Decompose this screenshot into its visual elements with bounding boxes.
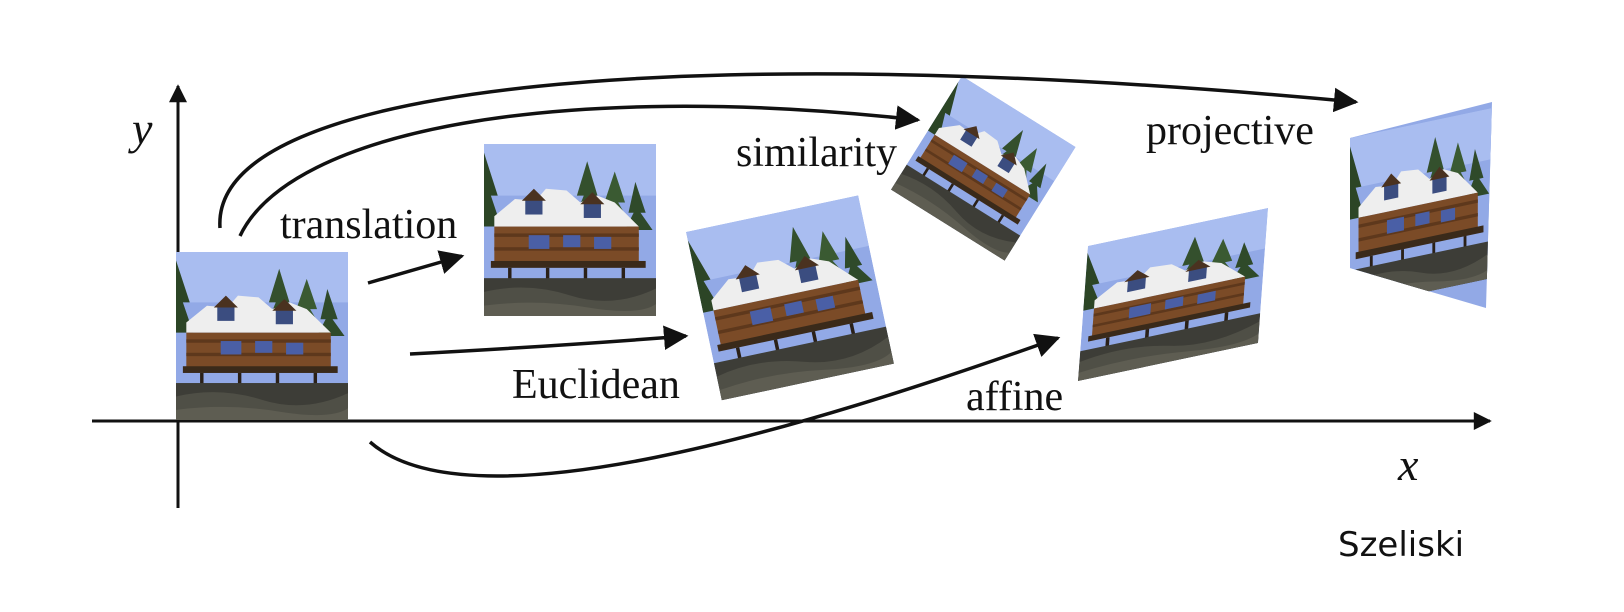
label-euclidean: Euclidean (512, 362, 680, 408)
label-affine: affine (966, 374, 1063, 420)
arrow-similarity (238, 104, 921, 237)
affine-image (1078, 208, 1268, 381)
similarity-image (891, 76, 1076, 261)
translation-image (484, 144, 656, 316)
euclidean-image (686, 195, 894, 400)
x-axis-label: x (1397, 439, 1419, 490)
y-axis-label: y (128, 103, 153, 154)
label-projective: projective (1146, 108, 1314, 154)
original-image (176, 252, 348, 420)
arrow-translation (367, 250, 465, 285)
arrow-projective (218, 72, 1359, 229)
label-similarity: similarity (736, 130, 897, 176)
credit-text: Szeliski (1338, 525, 1464, 565)
label-translation: translation (280, 202, 457, 248)
arrow-euclidean (409, 325, 689, 356)
arrow-affine (368, 333, 1061, 478)
projective-image (1350, 102, 1492, 308)
